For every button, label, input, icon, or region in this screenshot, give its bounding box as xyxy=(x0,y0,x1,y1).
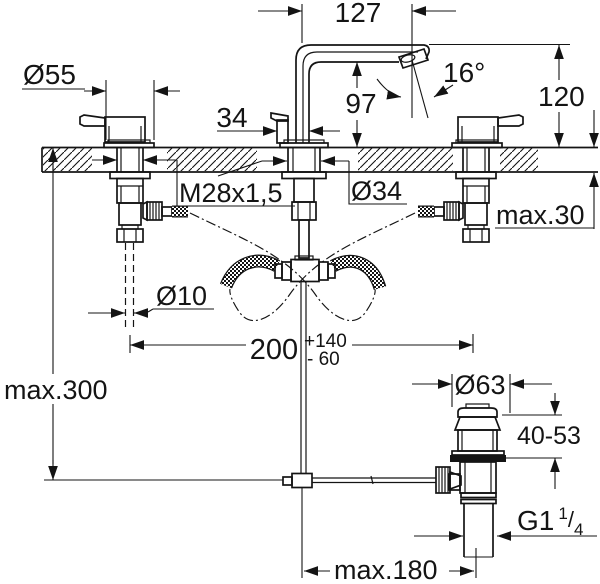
countertop-section xyxy=(41,146,598,173)
right-outlet-pipe xyxy=(433,206,445,217)
right-handle xyxy=(451,114,524,149)
dim-max180-text: max.180 xyxy=(334,555,438,584)
center-coupling-nut xyxy=(291,201,317,221)
left-handle xyxy=(79,114,155,149)
left-handle-body xyxy=(104,116,146,143)
left-valve xyxy=(109,148,188,331)
rod-joint-end xyxy=(282,476,293,486)
popup-linkage xyxy=(44,466,462,494)
waste-lever-boss xyxy=(448,473,461,491)
tee-left-fitting-end xyxy=(274,263,283,279)
left-escutcheon xyxy=(103,142,155,149)
dim-127-text: 127 xyxy=(335,0,382,28)
dim-max30-text: max.30 xyxy=(496,200,585,230)
dim-o34: Ø34 xyxy=(321,156,407,206)
dim-97: 97 xyxy=(345,62,377,147)
dim-34: 34 xyxy=(216,102,340,136)
dim-o55: Ø55 xyxy=(22,59,180,140)
rod-joint-tick xyxy=(370,475,374,485)
spout-escutcheon xyxy=(279,142,329,149)
dim-40-53: 40-53 xyxy=(497,393,581,489)
waste-cap-collar xyxy=(453,416,502,431)
deck-hatch-left xyxy=(43,148,92,171)
hose-path-right xyxy=(229,212,416,322)
right-valve xyxy=(418,148,497,243)
dim-o10-text: Ø10 xyxy=(156,281,207,311)
dim-o63-text: Ø63 xyxy=(454,370,505,400)
dim-97-text: 97 xyxy=(345,88,376,119)
center-tube xyxy=(298,219,310,259)
waste-gasket xyxy=(450,455,506,462)
dim-200-minus: - 60 xyxy=(307,349,340,370)
waste-upper-body xyxy=(457,429,498,452)
deck-hatch-mid-right xyxy=(358,148,453,171)
dim-16deg-text: 16° xyxy=(443,57,485,88)
center-shank-tube xyxy=(293,177,315,203)
popup-rod-knob-tip xyxy=(270,111,289,122)
spout-inner-line xyxy=(302,51,418,143)
deck-hatch-right xyxy=(500,148,538,171)
stream-angle-line xyxy=(411,59,429,119)
right-valve-deck-nut xyxy=(455,171,497,180)
left-outlet-pipe xyxy=(161,206,173,217)
left-lever-arm xyxy=(79,114,106,127)
dim-o55-text: Ø55 xyxy=(23,59,76,90)
left-valve-lower-body xyxy=(118,202,142,226)
dim-m28: M28x1,5 xyxy=(92,155,295,208)
dim-34-text: 34 xyxy=(216,102,247,133)
dim-200-plus: +140 xyxy=(304,331,347,352)
dim-120: 120 xyxy=(429,43,585,147)
left-outlet-nut xyxy=(146,201,163,221)
dim-max300: max.300 xyxy=(4,148,108,480)
left-valve-nut xyxy=(116,228,144,243)
dim-200: 200 +140 - 60 xyxy=(129,331,474,370)
dimensions: 127 Ø55 16° 97 120 xyxy=(4,0,599,584)
right-valve-nut xyxy=(462,228,490,243)
dim-o10: Ø10 xyxy=(88,281,214,318)
dim-16deg: 16° xyxy=(376,57,485,119)
waste-cap xyxy=(457,407,498,418)
spout-underside xyxy=(308,61,399,143)
tee-block xyxy=(290,258,320,283)
left-hose-braid xyxy=(221,255,280,289)
dim-o63: Ø63 xyxy=(412,370,552,413)
left-valve-deck-nut xyxy=(109,171,151,180)
right-hose-braid xyxy=(330,256,386,290)
rod-ball-joint xyxy=(291,472,313,489)
dim-max30: max.30 xyxy=(495,110,599,230)
spout-outer-profile xyxy=(295,44,430,143)
center-deck-nut xyxy=(281,171,327,180)
tee-right-fitting xyxy=(318,261,329,281)
dim-max300-text: max.300 xyxy=(4,375,108,405)
aerator-face xyxy=(400,54,416,63)
popup-waste xyxy=(448,403,506,558)
hose-path-left xyxy=(189,212,376,322)
aerator xyxy=(397,47,430,70)
dim-200-text: 200 xyxy=(250,334,298,366)
waste-ring-2 xyxy=(460,498,497,505)
right-lever-arm xyxy=(497,114,524,127)
tee-right-fitting-end xyxy=(327,263,336,279)
dim-40-53-text: 40-53 xyxy=(517,422,581,450)
waste-flange xyxy=(451,450,505,456)
center-shank-assembly xyxy=(189,148,416,474)
dim-o34-text: Ø34 xyxy=(351,176,402,206)
dim-max180: max.180 xyxy=(301,488,477,584)
dim-m28-text: M28x1,5 xyxy=(179,178,283,208)
waste-ring-1 xyxy=(460,492,497,499)
right-valve-lower-body xyxy=(464,202,488,226)
right-handle-body xyxy=(457,116,499,143)
dim-120-text: 120 xyxy=(538,81,585,112)
deck-hatch-mid-left xyxy=(167,148,257,171)
right-outlet-nut xyxy=(443,201,460,221)
right-escutcheon xyxy=(451,142,503,149)
